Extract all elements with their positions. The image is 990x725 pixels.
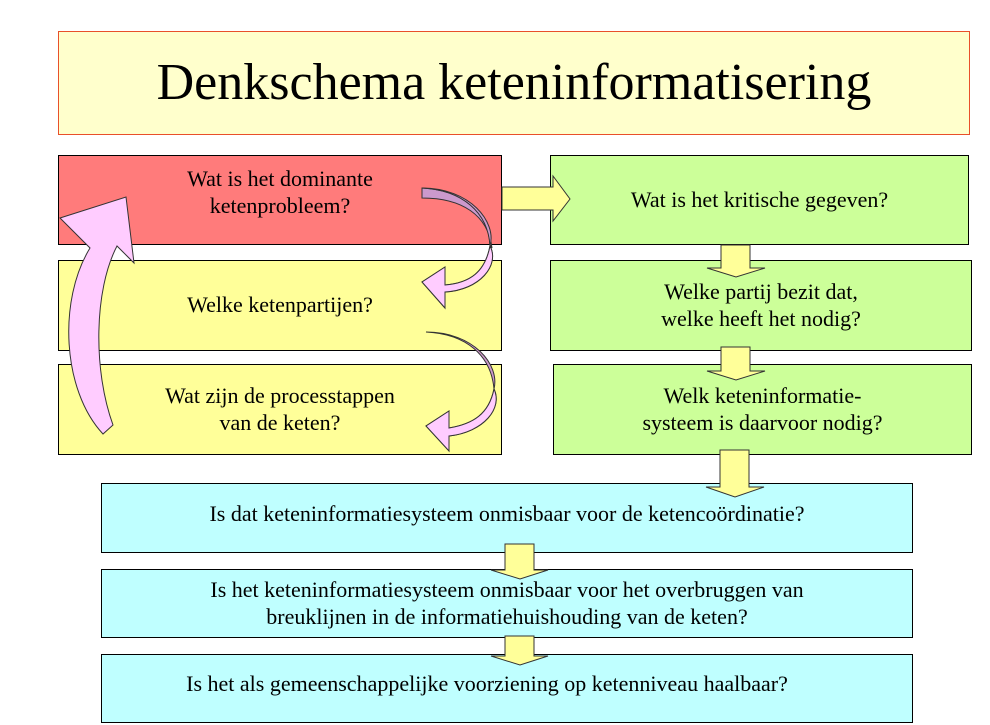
box-label: Is het keteninformatiesysteem onmisbaar …: [210, 576, 804, 629]
box-critical-data: Wat is het kritische gegeven?: [550, 155, 969, 245]
box-label: Welke ketenpartijen?: [187, 292, 373, 318]
box-label: Is het als gemeenschappelijke voorzienin…: [186, 671, 788, 697]
box-bridging: Is het keteninformatiesysteem onmisbaar …: [101, 569, 913, 638]
box-label: Welk keteninformatie- systeem is daarvoo…: [642, 382, 883, 435]
box-label: Wat is het kritische gegeven?: [630, 186, 889, 212]
box-chain-parties: Welke ketenpartijen?: [58, 260, 502, 351]
box-coordination: Is dat keteninformatiesysteem onmisbaar …: [101, 483, 913, 553]
box-info-system: Welk keteninformatie- systeem is daarvoo…: [553, 364, 972, 455]
box-label: Wat is het dominante ketenprobleem?: [187, 166, 373, 218]
box-label: Welke partij bezit dat, welke heeft het …: [661, 278, 861, 331]
box-dominant-problem: Wat is het dominante ketenprobleem?: [58, 155, 502, 245]
box-party-ownership: Welke partij bezit dat, welke heeft het …: [550, 260, 972, 351]
box-label: Wat zijn de processtappen van de keten?: [165, 382, 395, 435]
box-process-steps: Wat zijn de processtappen van de keten?: [58, 364, 502, 455]
title-text: Denkschema keteninformatisering: [156, 54, 872, 112]
diagram-title: Denkschema keteninformatisering: [58, 31, 970, 135]
box-feasibility: Is het als gemeenschappelijke voorzienin…: [101, 654, 913, 723]
box-label: Is dat keteninformatiesysteem onmisbaar …: [209, 500, 805, 526]
